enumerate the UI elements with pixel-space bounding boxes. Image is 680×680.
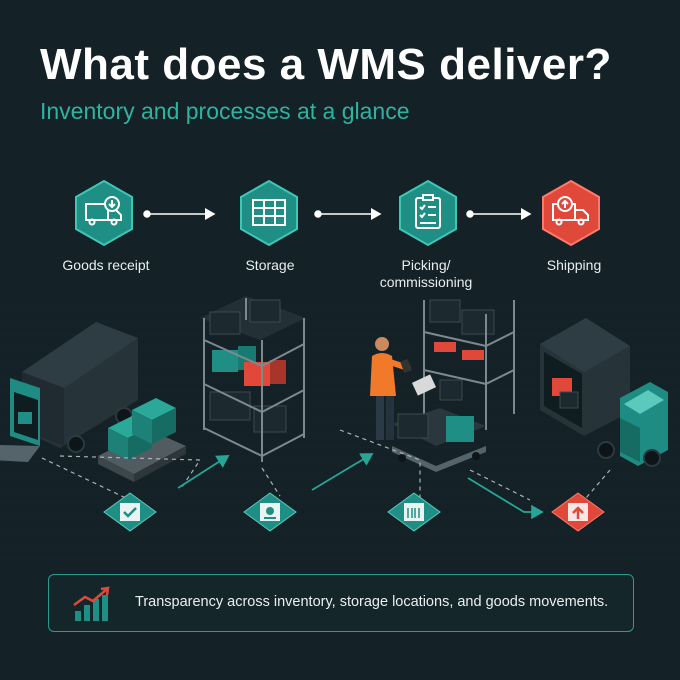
step-hex-picking <box>399 179 457 247</box>
floor-paths <box>41 429 611 520</box>
floor-marker-check <box>103 492 157 532</box>
flow-arrows <box>177 453 544 520</box>
page-title: What does a WMS deliver? <box>40 40 612 89</box>
picking-cart <box>392 408 486 472</box>
storage-rack <box>200 296 306 462</box>
clipboard-checklist-icon <box>415 194 441 229</box>
step-hex-shipping <box>542 179 600 247</box>
pallet-boxes <box>98 398 186 482</box>
step-label-storage: Storage <box>245 257 295 273</box>
truck-arrow-down-icon <box>85 196 122 226</box>
summary-text: Transparency across inventory, storage l… <box>135 594 609 610</box>
floor-marker-location <box>243 492 297 532</box>
step-connectors <box>143 208 532 220</box>
page-subtitle: Inventory and processes at a glance <box>40 98 410 124</box>
bar-chart-trend-up-icon <box>73 586 110 621</box>
receiving-truck <box>0 322 138 462</box>
shipping-truck <box>540 318 668 467</box>
warehouse-worker <box>370 335 437 440</box>
summary-panel: Transparency across inventory, storage l… <box>48 574 634 632</box>
floor-marker-scan <box>387 492 441 532</box>
step-label-shipping: Shipping <box>546 257 602 273</box>
step-hex-storage <box>240 179 298 247</box>
step-label-goods-receipt: Goods receipt <box>62 257 150 273</box>
step-hex-goods-receipt <box>75 179 133 247</box>
truck-arrow-up-icon <box>552 196 589 226</box>
step-label-picking: Picking/ commissioning <box>379 257 473 290</box>
shelf-grid-icon <box>252 199 286 226</box>
picking-rack <box>423 299 515 430</box>
floor-marker-ship <box>551 492 605 532</box>
